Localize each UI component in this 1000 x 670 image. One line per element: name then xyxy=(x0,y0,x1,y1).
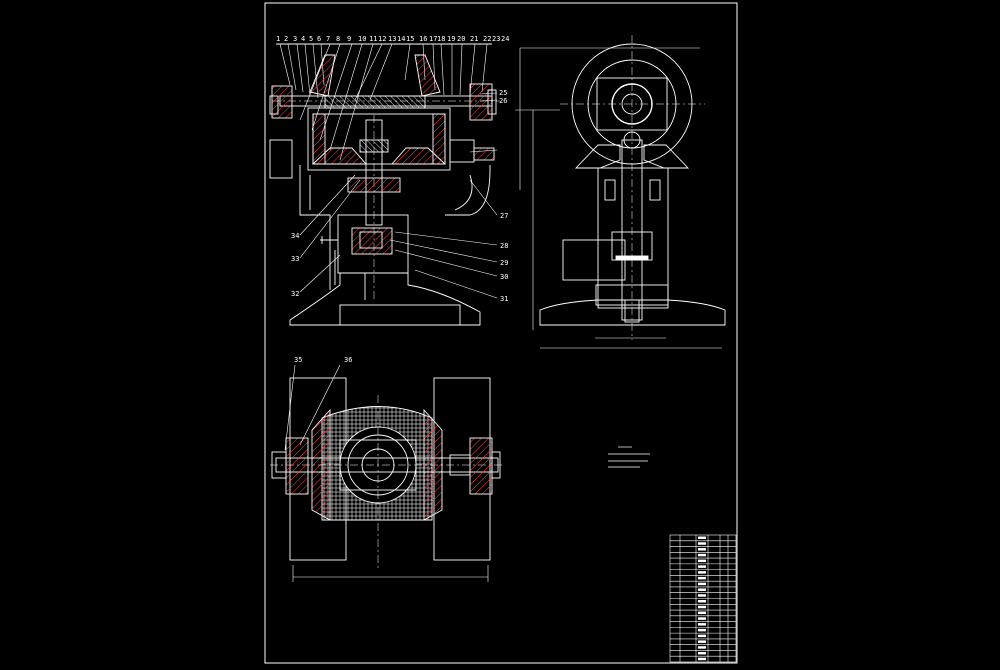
balloon-number: 10 xyxy=(358,35,366,43)
balloon-number: 18 xyxy=(437,35,445,43)
technical-notes-block xyxy=(608,446,650,468)
balloon-number: 22 xyxy=(483,35,491,43)
balloon-number: 23 xyxy=(492,35,500,43)
title-block-cell-mark xyxy=(698,588,706,591)
balloon-number: 7 xyxy=(326,35,330,43)
balloon-number: 28 xyxy=(500,242,508,250)
balloon-number: 21 xyxy=(470,35,478,43)
title-block-cell-mark xyxy=(698,651,706,655)
title-block-cell-mark xyxy=(698,646,706,649)
balloon-number: 19 xyxy=(447,35,455,43)
title-block-cell-mark xyxy=(698,628,706,632)
balloon-number: 8 xyxy=(336,35,340,43)
balloon-number: 34 xyxy=(291,232,299,240)
balloon-number: 15 xyxy=(406,35,414,43)
title-block-cell-mark xyxy=(698,536,706,539)
balloon-number: 17 xyxy=(429,35,437,43)
balloon-number: 26 xyxy=(499,97,507,105)
balloon-number: 12 xyxy=(378,35,386,43)
title-block-cell-mark xyxy=(698,657,706,661)
balloon-number: 35 xyxy=(294,356,302,364)
title-block-cell-mark xyxy=(698,594,706,597)
balloon-number: 32 xyxy=(291,290,299,298)
balloon-number: 31 xyxy=(500,295,508,303)
balloon-number: 2 xyxy=(284,35,288,43)
balloon-number: 6 xyxy=(317,35,321,43)
title-block-cell-mark xyxy=(698,542,706,545)
title-block-cell-mark xyxy=(698,600,706,603)
title-block-cell-mark xyxy=(698,634,706,638)
balloon-number: 1 xyxy=(276,35,280,43)
title-block-cell-mark xyxy=(698,640,706,643)
balloon-number: 27 xyxy=(500,212,508,220)
title-block-cell-mark xyxy=(698,582,706,586)
balloon-number: 4 xyxy=(301,35,305,43)
plan-view xyxy=(270,364,505,582)
title-block-cell-mark xyxy=(698,611,706,615)
title-block-cell-mark xyxy=(698,571,706,574)
drawing-frame xyxy=(264,2,738,664)
balloon-labels-middle: 27 28 29 30 31 xyxy=(500,212,508,303)
title-block-cell-mark xyxy=(698,623,706,626)
balloon-number: 36 xyxy=(344,356,352,364)
title-block-cell-mark xyxy=(698,553,706,557)
balloon-number: 30 xyxy=(500,273,508,281)
title-block xyxy=(669,534,737,663)
balloon-number: 16 xyxy=(419,35,427,43)
title-block-cell-mark xyxy=(698,565,706,568)
balloon-number: 20 xyxy=(457,35,465,43)
title-block-cell-mark xyxy=(698,559,706,563)
balloon-number: 14 xyxy=(397,35,405,43)
title-block-cell-mark xyxy=(698,548,706,551)
balloon-number: 33 xyxy=(291,255,299,263)
balloon-number: 11 xyxy=(369,35,377,43)
title-block-cell-mark xyxy=(698,605,706,609)
side-view xyxy=(515,35,726,349)
front-section-view xyxy=(269,43,500,326)
title-block-cell-mark xyxy=(698,576,706,580)
balloon-number: 3 xyxy=(293,35,297,43)
balloon-number: 29 xyxy=(500,259,508,267)
balloon-number: 24 xyxy=(501,35,509,43)
balloon-number: 13 xyxy=(388,35,396,43)
balloon-number: 25 xyxy=(499,89,507,97)
balloon-number: 5 xyxy=(309,35,313,43)
balloon-number: 9 xyxy=(347,35,351,43)
balloon-labels-left: 34 33 32 xyxy=(291,232,299,298)
balloon-labels-plan: 35 36 xyxy=(294,356,352,364)
title-block-cell-mark xyxy=(698,617,706,620)
